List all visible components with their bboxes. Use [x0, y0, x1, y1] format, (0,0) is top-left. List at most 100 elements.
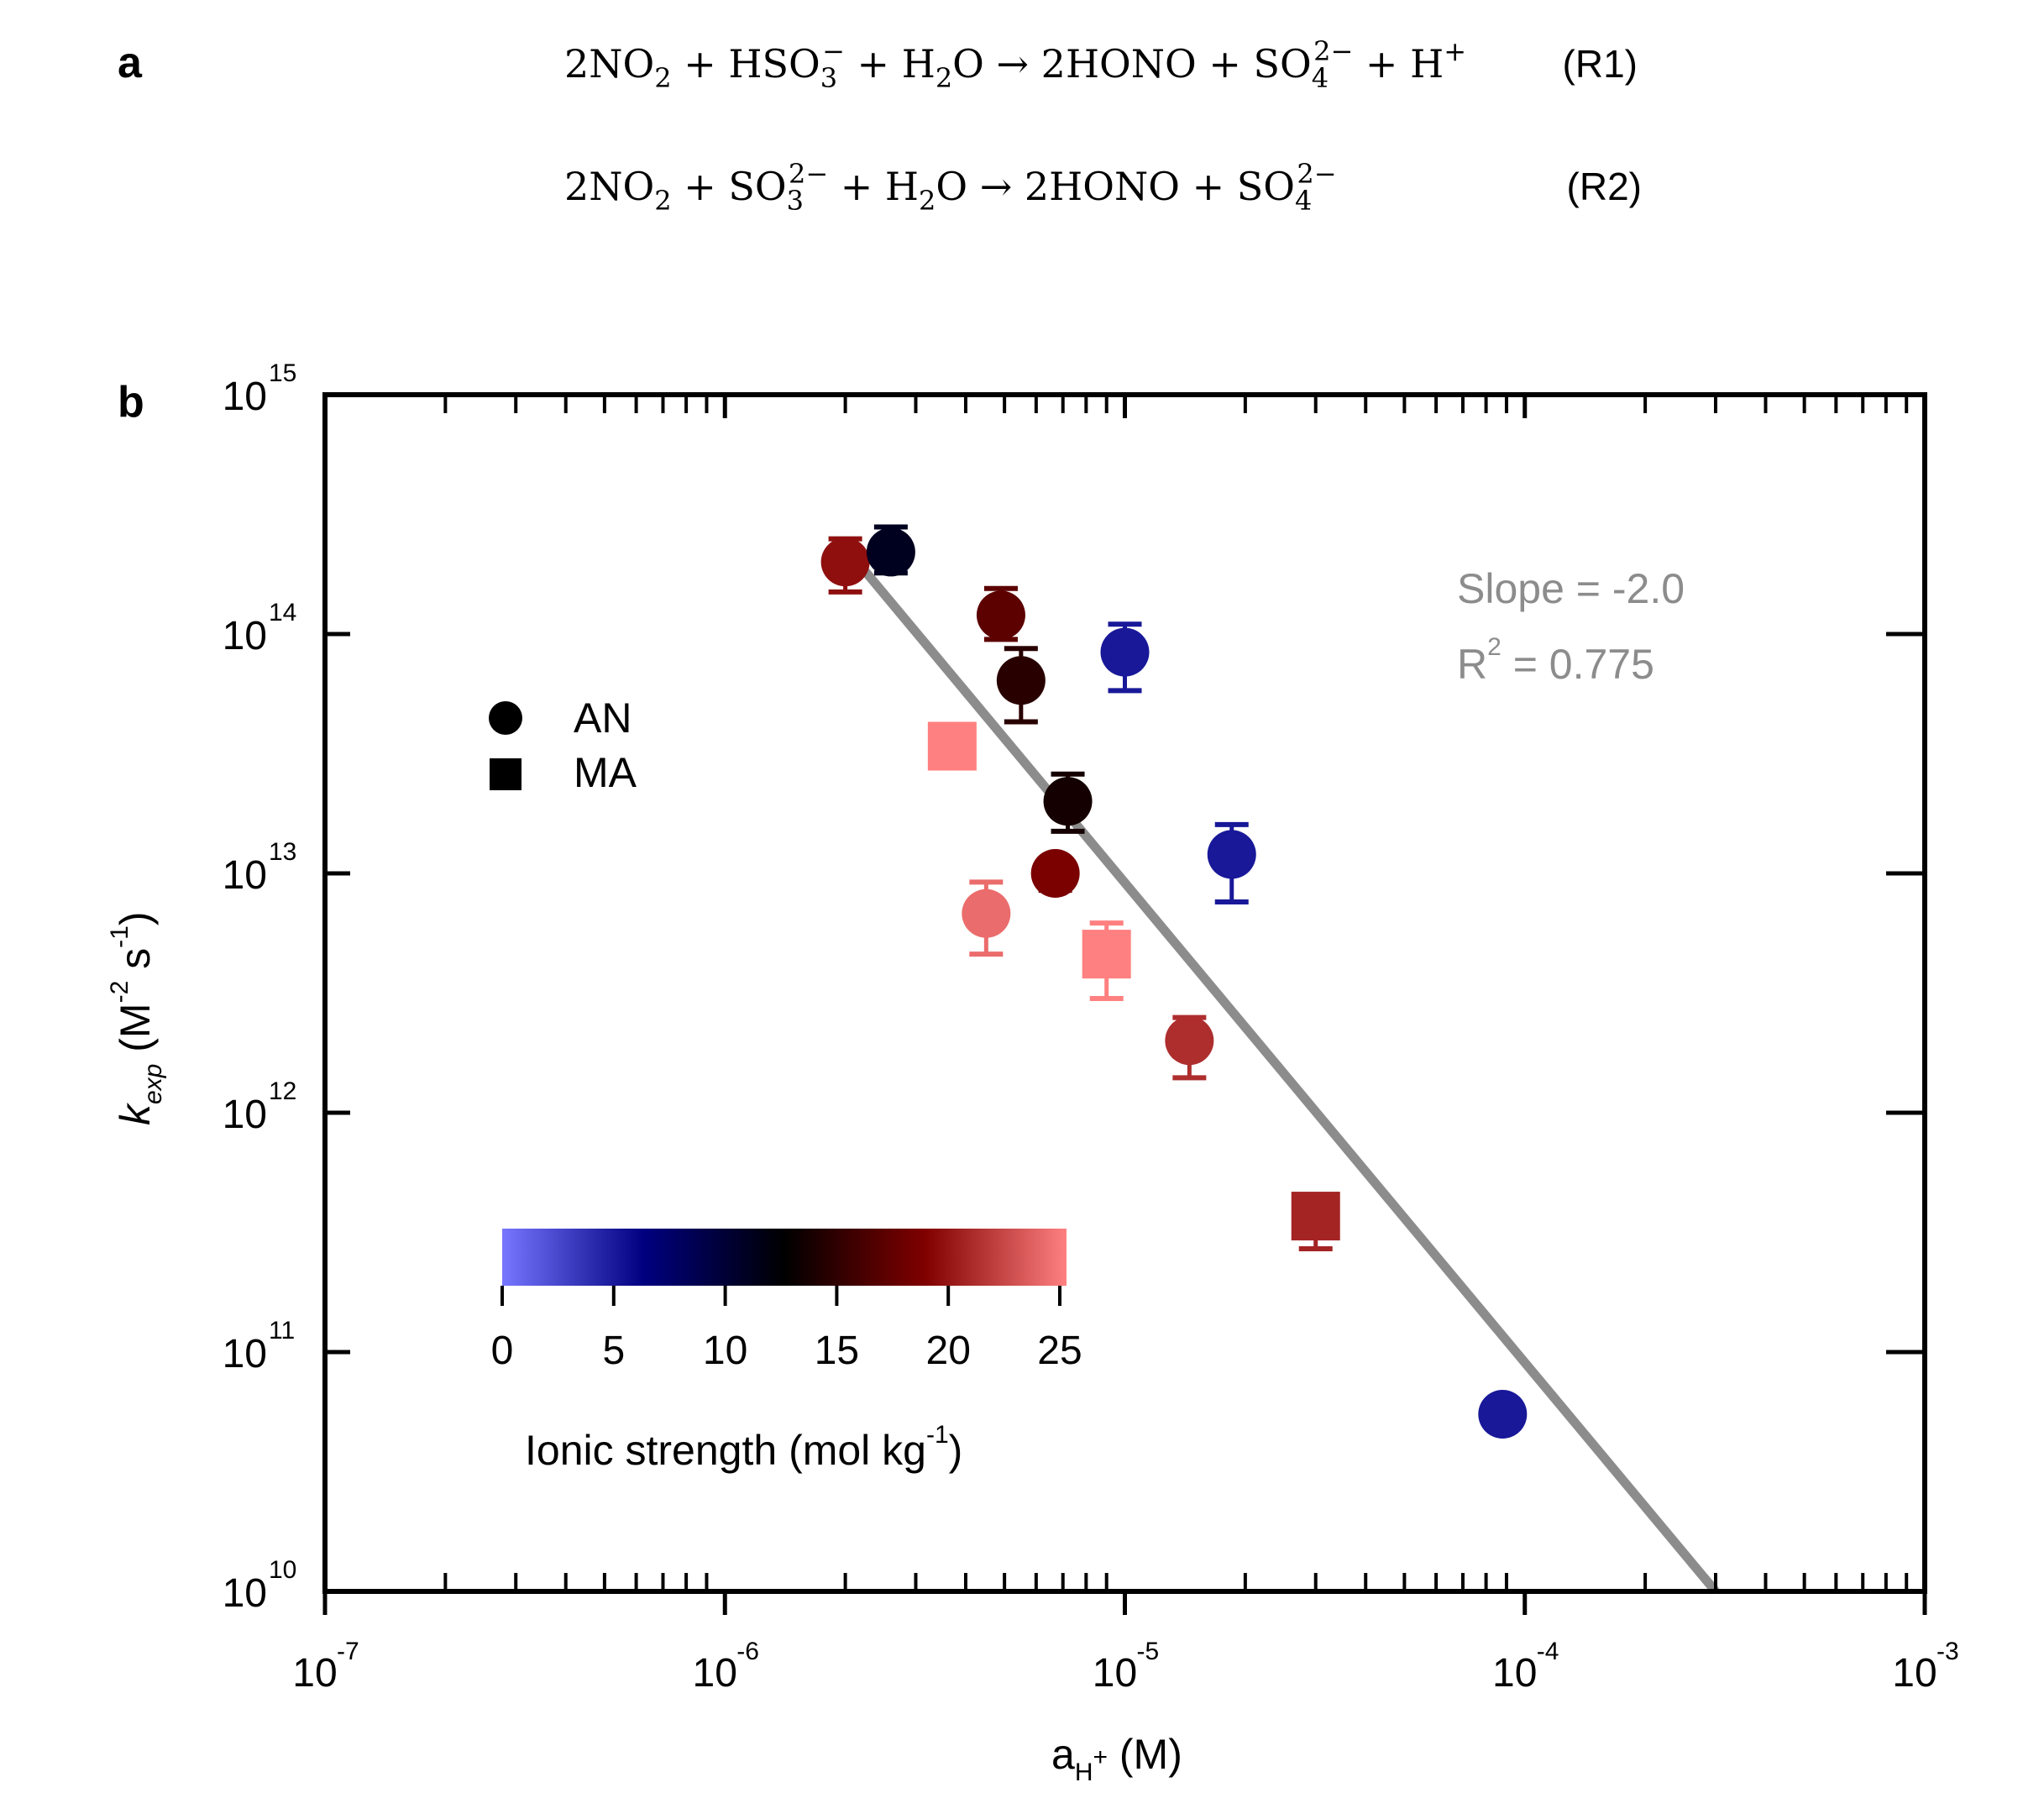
colorbar-tick-label: 25	[1037, 1329, 1082, 1373]
data-point	[1082, 920, 1131, 1002]
circle-marker	[1043, 777, 1093, 826]
equation-r1-part: 2	[936, 62, 952, 94]
fit-line	[841, 544, 1720, 1595]
circle-marker	[1030, 849, 1080, 898]
circle-marker	[962, 889, 1011, 938]
colorbar-tick-label: 10	[703, 1329, 747, 1373]
y-tick-exponent: 11	[269, 1317, 295, 1345]
equation-r1-part: + H	[845, 41, 936, 86]
data-point	[866, 524, 915, 577]
equation-r1-part: O → 2HONO + SO	[952, 41, 1312, 86]
plot-frame	[322, 392, 1927, 1594]
equation-r2-part: O → 2HONO + SO	[936, 164, 1295, 209]
legend-circle-marker	[489, 701, 522, 735]
data-point	[1043, 771, 1093, 834]
data-point	[1291, 1192, 1340, 1252]
y-tick-exponent: 12	[269, 1077, 296, 1105]
colorbar-tick-label: 15	[815, 1329, 859, 1373]
legend-square-marker	[490, 758, 521, 790]
data-point	[996, 646, 1046, 725]
colorbar-tick-label: 5	[602, 1329, 625, 1373]
x-tick-exponent: -5	[1137, 1638, 1160, 1665]
colorbar-tick-label: 20	[926, 1329, 971, 1373]
equation-r2-part: 2−	[789, 158, 828, 190]
equation-r2-part: 4	[1295, 185, 1312, 217]
y-tick-label: 10	[223, 1571, 267, 1616]
equation-r1-part: 2−	[1313, 35, 1353, 67]
y-tick-label: 10	[223, 853, 267, 898]
equation-r1: 2NO2 + HSO3− + H2O → 2HONO + SO42− + H+	[564, 35, 1466, 94]
equation-r1-part: +	[1444, 35, 1466, 67]
x-tick-exponent: -4	[1537, 1638, 1559, 1665]
circle-marker	[1100, 627, 1150, 677]
plot-area	[820, 524, 1720, 1595]
x-tick-exponent: -6	[736, 1638, 759, 1665]
circle-marker	[866, 527, 915, 577]
colorbar-label: Ionic strength (mol kg-1)	[525, 1421, 962, 1474]
equation-r1-part: 2NO	[564, 41, 654, 86]
equation-r2-part: 3	[787, 185, 804, 217]
panel-b-label: b	[118, 378, 144, 427]
square-marker	[1291, 1192, 1340, 1241]
equation-r1-part: + HSO	[672, 41, 820, 86]
equation-r2-part: 2	[654, 185, 671, 217]
equation-r1-part: + H	[1353, 41, 1444, 86]
y-tick-exponent: 14	[269, 599, 296, 626]
data-point	[1030, 849, 1080, 898]
data-point	[1207, 821, 1256, 904]
circle-marker	[1207, 830, 1256, 879]
y-tick-label: 10	[223, 375, 267, 419]
data-point	[1165, 1014, 1214, 1081]
x-tick-label: 10	[1892, 1651, 1937, 1696]
y-axis-label: kexp (M-2 s-1)	[106, 911, 167, 1125]
equation-r2: 2NO2 + SO32− + H2O → 2HONO + SO42−	[564, 158, 1337, 217]
equation-r1-tag: (R1)	[1563, 42, 1638, 86]
x-tick-label: 10	[292, 1651, 337, 1696]
legend-label-an: AN	[574, 695, 632, 742]
y-tick-exponent: 13	[269, 838, 296, 866]
equation-r2-part: 2	[919, 185, 936, 217]
data-point	[976, 585, 1025, 642]
equation-r2-part: 2−	[1297, 158, 1336, 190]
circle-marker	[996, 656, 1046, 705]
x-tick-exponent: -7	[337, 1638, 359, 1665]
y-tick-label: 10	[223, 1093, 267, 1137]
legend-label-ma: MA	[574, 749, 637, 796]
equation-r2-tag: (R2)	[1567, 165, 1642, 208]
data-point	[1100, 621, 1150, 694]
x-tick-label: 10	[1093, 1651, 1137, 1696]
circle-marker	[1478, 1389, 1528, 1439]
colorbar-tick-label: 0	[491, 1329, 514, 1373]
x-tick-label: 10	[693, 1651, 737, 1696]
x-tick-label: 10	[1492, 1651, 1537, 1696]
equation-r2-part: + H	[828, 164, 919, 209]
y-tick-exponent: 15	[269, 359, 296, 387]
fit-slope-annotation: Slope = -2.0	[1457, 565, 1685, 612]
equation-r1-part: 4	[1312, 62, 1329, 94]
panel-a-label: a	[118, 39, 143, 87]
data-point	[962, 879, 1011, 957]
equation-r2-part: + SO	[672, 164, 787, 209]
y-tick-label: 10	[223, 614, 267, 658]
data-point	[820, 536, 870, 595]
equation-r1-part: 2	[654, 62, 671, 94]
equation-r1-part: 3	[820, 62, 837, 94]
colorbar	[502, 1229, 1067, 1286]
circle-marker	[976, 590, 1025, 640]
square-marker	[927, 721, 977, 771]
data-point	[1478, 1389, 1528, 1439]
y-tick-exponent: 10	[269, 1556, 296, 1584]
equation-r2-part: 2NO	[564, 164, 654, 209]
x-axis-label: aH+ (M)	[1051, 1731, 1182, 1786]
fit-r2-annotation: R2 = 0.775	[1457, 633, 1654, 688]
square-marker	[1082, 930, 1131, 979]
equation-r1-part: −	[822, 35, 845, 67]
data-point	[927, 721, 977, 771]
colorbar-ticks: 0 5 10 15 20 25	[491, 1286, 1082, 1373]
circle-marker	[1165, 1016, 1214, 1066]
x-tick-exponent: -3	[1937, 1638, 1959, 1665]
circle-marker	[820, 537, 870, 587]
y-tick-label: 10	[223, 1332, 267, 1376]
